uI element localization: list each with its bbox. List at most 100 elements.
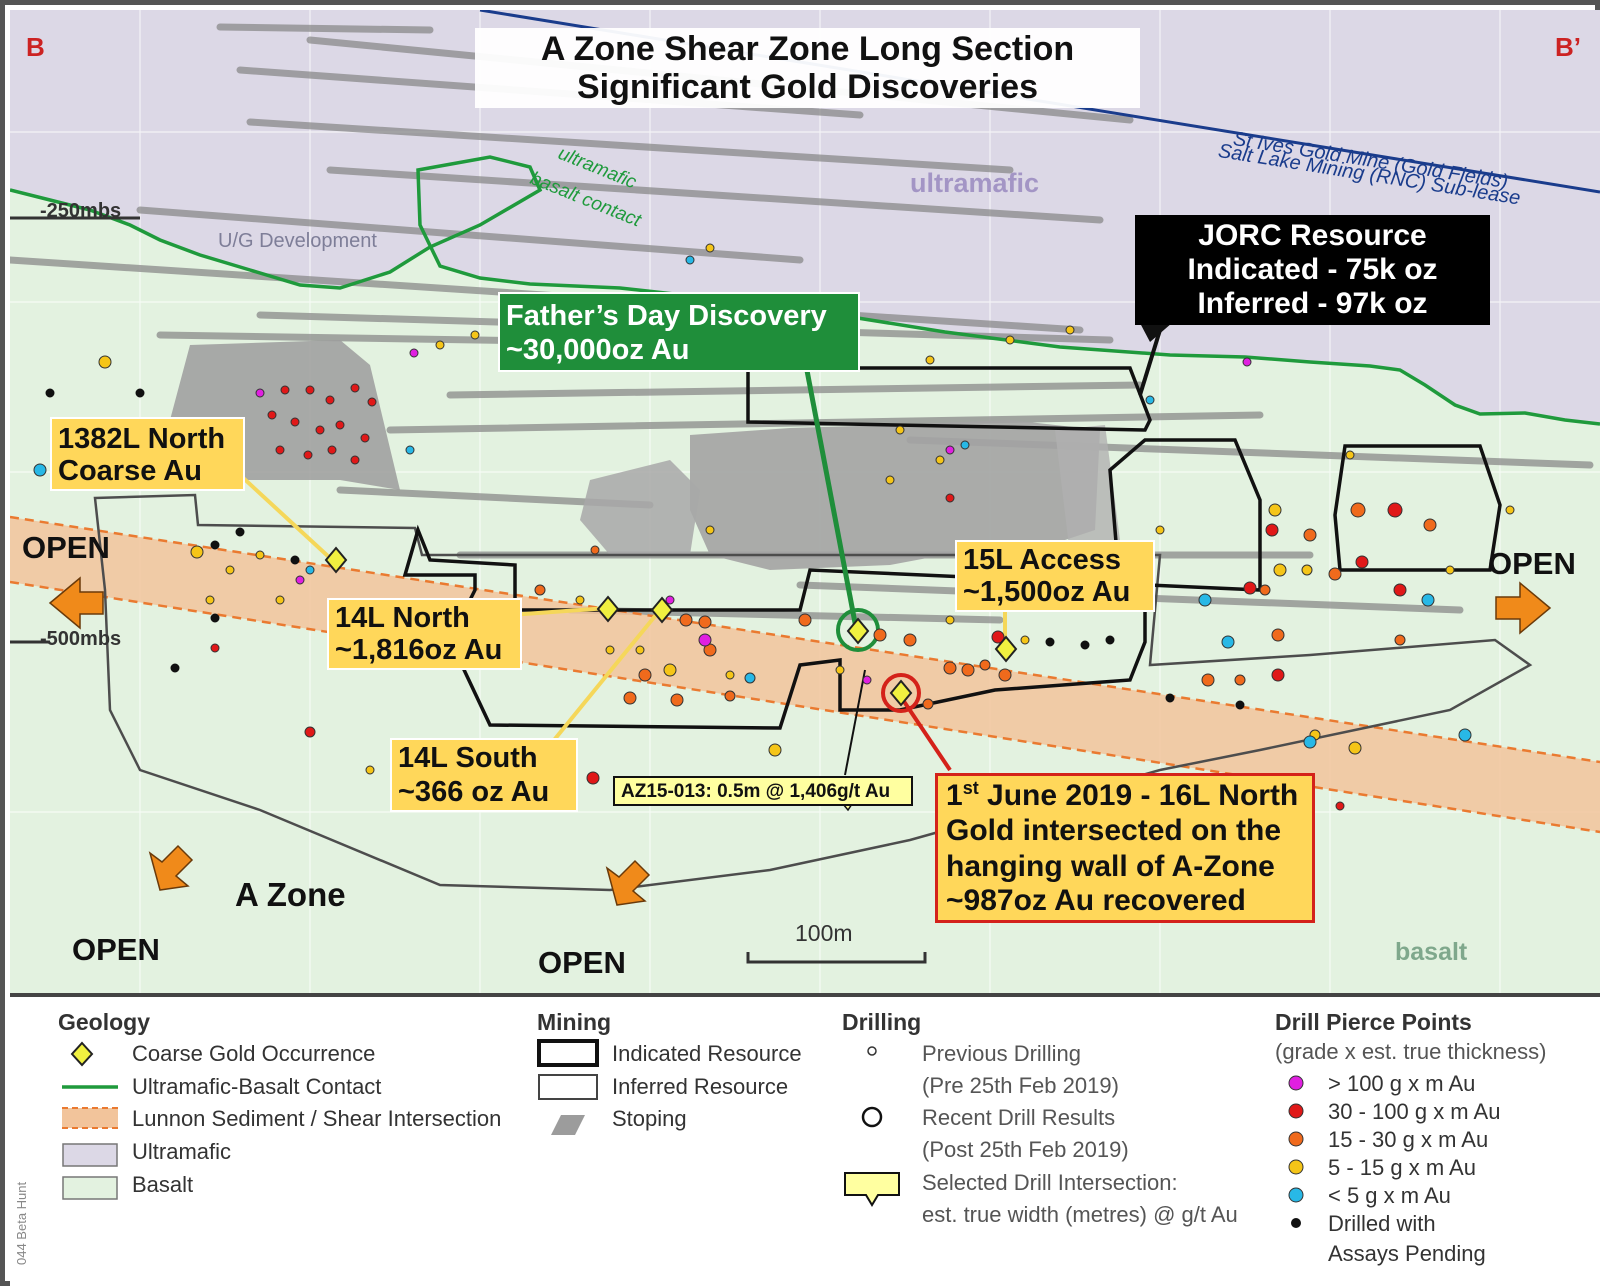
coarse-gold-marker: [650, 596, 674, 624]
legend-pending-1: Drilled with: [1328, 1211, 1436, 1236]
open-label-south: OPEN: [538, 945, 626, 980]
stoping-legend-icon: [551, 1115, 585, 1135]
legend-contact: Ultramafic-Basalt Contact: [132, 1074, 382, 1099]
long-section-map: B B’ A Zone Shear Zone Long Section Sign…: [10, 10, 1600, 993]
legend-stoping: Stoping: [612, 1106, 687, 1131]
grade-30-100-icon: [1288, 1103, 1304, 1119]
assays-pending-icon: [1291, 1218, 1301, 1228]
az15-pointer: [844, 669, 866, 776]
legend-mining-heading: Mining: [537, 1009, 612, 1035]
drill-pierce-points: [33, 243, 1515, 811]
selected-intersection-icon: [844, 1172, 900, 1207]
ultramafic-legend-icon: [62, 1143, 118, 1167]
shear-edge-top: [10, 515, 1600, 764]
recent-drilling-icon: [861, 1106, 883, 1128]
ultramafic-basalt-contact: [10, 155, 1600, 426]
stope-west: [580, 460, 700, 555]
scale-label: 100m: [795, 920, 853, 946]
l1382-pointer: [238, 473, 332, 560]
l14s-pointer: [548, 608, 662, 747]
legend-ultramafic: Ultramafic: [132, 1139, 232, 1164]
legend-drilling-heading: Drilling: [842, 1009, 922, 1035]
l16-pointer: [901, 698, 952, 772]
shear-edge-bottom: [10, 580, 1600, 834]
coarse-gold-marker: [324, 546, 348, 574]
coarse-gold-marker: [596, 595, 620, 623]
basalt-legend-icon: [62, 1176, 118, 1200]
depth-label-250: -250mbs: [40, 200, 122, 222]
legend-grade-5-15: 5 - 15 g x m Au: [1328, 1155, 1476, 1180]
l16-north-line-3: hanging wall of A-Zone: [946, 850, 1275, 883]
l1382-line-2: Coarse Au: [58, 455, 202, 487]
legend-selected-intersection-2: est. true width (metres) @ g/t Au: [922, 1202, 1238, 1227]
a-zone-label: A Zone: [235, 876, 346, 913]
section-end-label: B’: [1555, 32, 1581, 62]
legend: Geology Coarse Gold Occurrence Ultramafi…: [10, 993, 1600, 1286]
az15-callout: AZ15-013: 0.5m @ 1,406g/t Au: [613, 776, 913, 806]
ultramafic-label: ultramafic: [910, 168, 1040, 198]
legend-pending-2: Assays Pending: [1328, 1241, 1486, 1266]
legend-indicated: Indicated Resource: [612, 1041, 802, 1066]
grade-lt5-icon: [1288, 1187, 1304, 1203]
l1382-callout: 1382L North Coarse Au: [50, 417, 245, 491]
coarse-gold-markers: [324, 546, 1018, 707]
l1382-line-1: 1382L North: [58, 423, 226, 455]
coarse-gold-legend-icon: [70, 1041, 94, 1067]
az15-text: AZ15-013: 0.5m @ 1,406g/t Au: [621, 781, 891, 802]
legend-pierce-swatches: [1288, 1075, 1304, 1228]
stope-fathers-day: [690, 420, 1100, 570]
title-line-2: Significant Gold Discoveries: [576, 68, 1038, 106]
legend-drilling-swatches: [844, 1046, 900, 1207]
legend-selected-intersection-1: Selected Drill Intersection:: [922, 1170, 1178, 1195]
legend-previous-drilling-2: (Pre 25th Feb 2019): [922, 1073, 1119, 1098]
depth-label-500: -500mbs: [40, 628, 122, 650]
jorc-callout-tail: [1140, 323, 1172, 342]
previous-drilling-icon: [867, 1046, 877, 1056]
legend-grade-gt100: > 100 g x m Au: [1328, 1071, 1476, 1096]
shear-legend-icon: [62, 1108, 118, 1128]
legend-basalt: Basalt: [132, 1172, 194, 1197]
l16-north-line-1-sup: st: [962, 778, 979, 798]
stope-east: [1055, 425, 1120, 555]
footer-code: 044 Beta Hunt: [14, 1181, 29, 1265]
open-arrow-west: [48, 576, 104, 630]
legend-shear: Lunnon Sediment / Shear Intersection: [132, 1106, 502, 1131]
open-arrow-southwest-2: [605, 859, 651, 906]
open-arrow-east: [1495, 581, 1552, 635]
legend-pierce-subheading: (grade x est. true thickness): [1275, 1039, 1547, 1064]
basalt-label: basalt: [1395, 938, 1468, 966]
legend-grade-lt5: < 5 g x m Au: [1328, 1183, 1451, 1208]
l15-access-callout: 15L Access ~1,500oz Au: [955, 540, 1155, 612]
l16-north-line-2: Gold intersected on the: [946, 814, 1282, 847]
l14-north-line-2: ~1,816oz Au: [335, 634, 503, 666]
fathers-day-line-2: ~30,000oz Au: [506, 334, 690, 366]
l14-south-line-2: ~366 oz Au: [398, 776, 550, 808]
l15-access-line-2: ~1,500oz Au: [963, 576, 1131, 608]
title-box: [475, 28, 1140, 108]
open-label-southwest: OPEN: [72, 932, 160, 967]
legend-mining-swatches: [537, 1039, 599, 1135]
inferred-resource-outline: [93, 493, 1533, 892]
legend-recent-drilling-1: Recent Drill Results: [922, 1105, 1116, 1130]
ug-development-label: U/G Development: [218, 230, 377, 252]
legend-grade-30-100: 30 - 100 g x m Au: [1328, 1099, 1501, 1124]
lunnon-shear-band: [10, 517, 1600, 832]
legend-geology-swatches: [62, 1041, 118, 1200]
legend-inferred: Inferred Resource: [612, 1074, 789, 1099]
l14-north-line-1: 14L North: [335, 602, 470, 634]
jorc-line-2: Indicated - 75k oz: [1187, 253, 1438, 286]
fathers-day-pointer: [802, 359, 859, 629]
indicated-resource-outline-east: [1333, 444, 1502, 572]
inferred-legend-icon: [538, 1074, 598, 1100]
l14-south-line-1: 14L South: [398, 742, 538, 774]
open-arrows: [48, 576, 1552, 906]
legend-coarse-gold: Coarse Gold Occurrence: [132, 1041, 376, 1066]
jorc-pointer: [1138, 329, 1162, 396]
open-label-west: OPEN: [22, 530, 110, 565]
legend-grade-15-30: 15 - 30 g x m Au: [1328, 1127, 1489, 1152]
section-start-label: B: [26, 32, 45, 62]
l14-south-callout: 14L South ~366 oz Au: [390, 738, 578, 812]
jorc-line-3: Inferred - 97k oz: [1197, 287, 1428, 320]
scale-bar: [746, 952, 927, 964]
